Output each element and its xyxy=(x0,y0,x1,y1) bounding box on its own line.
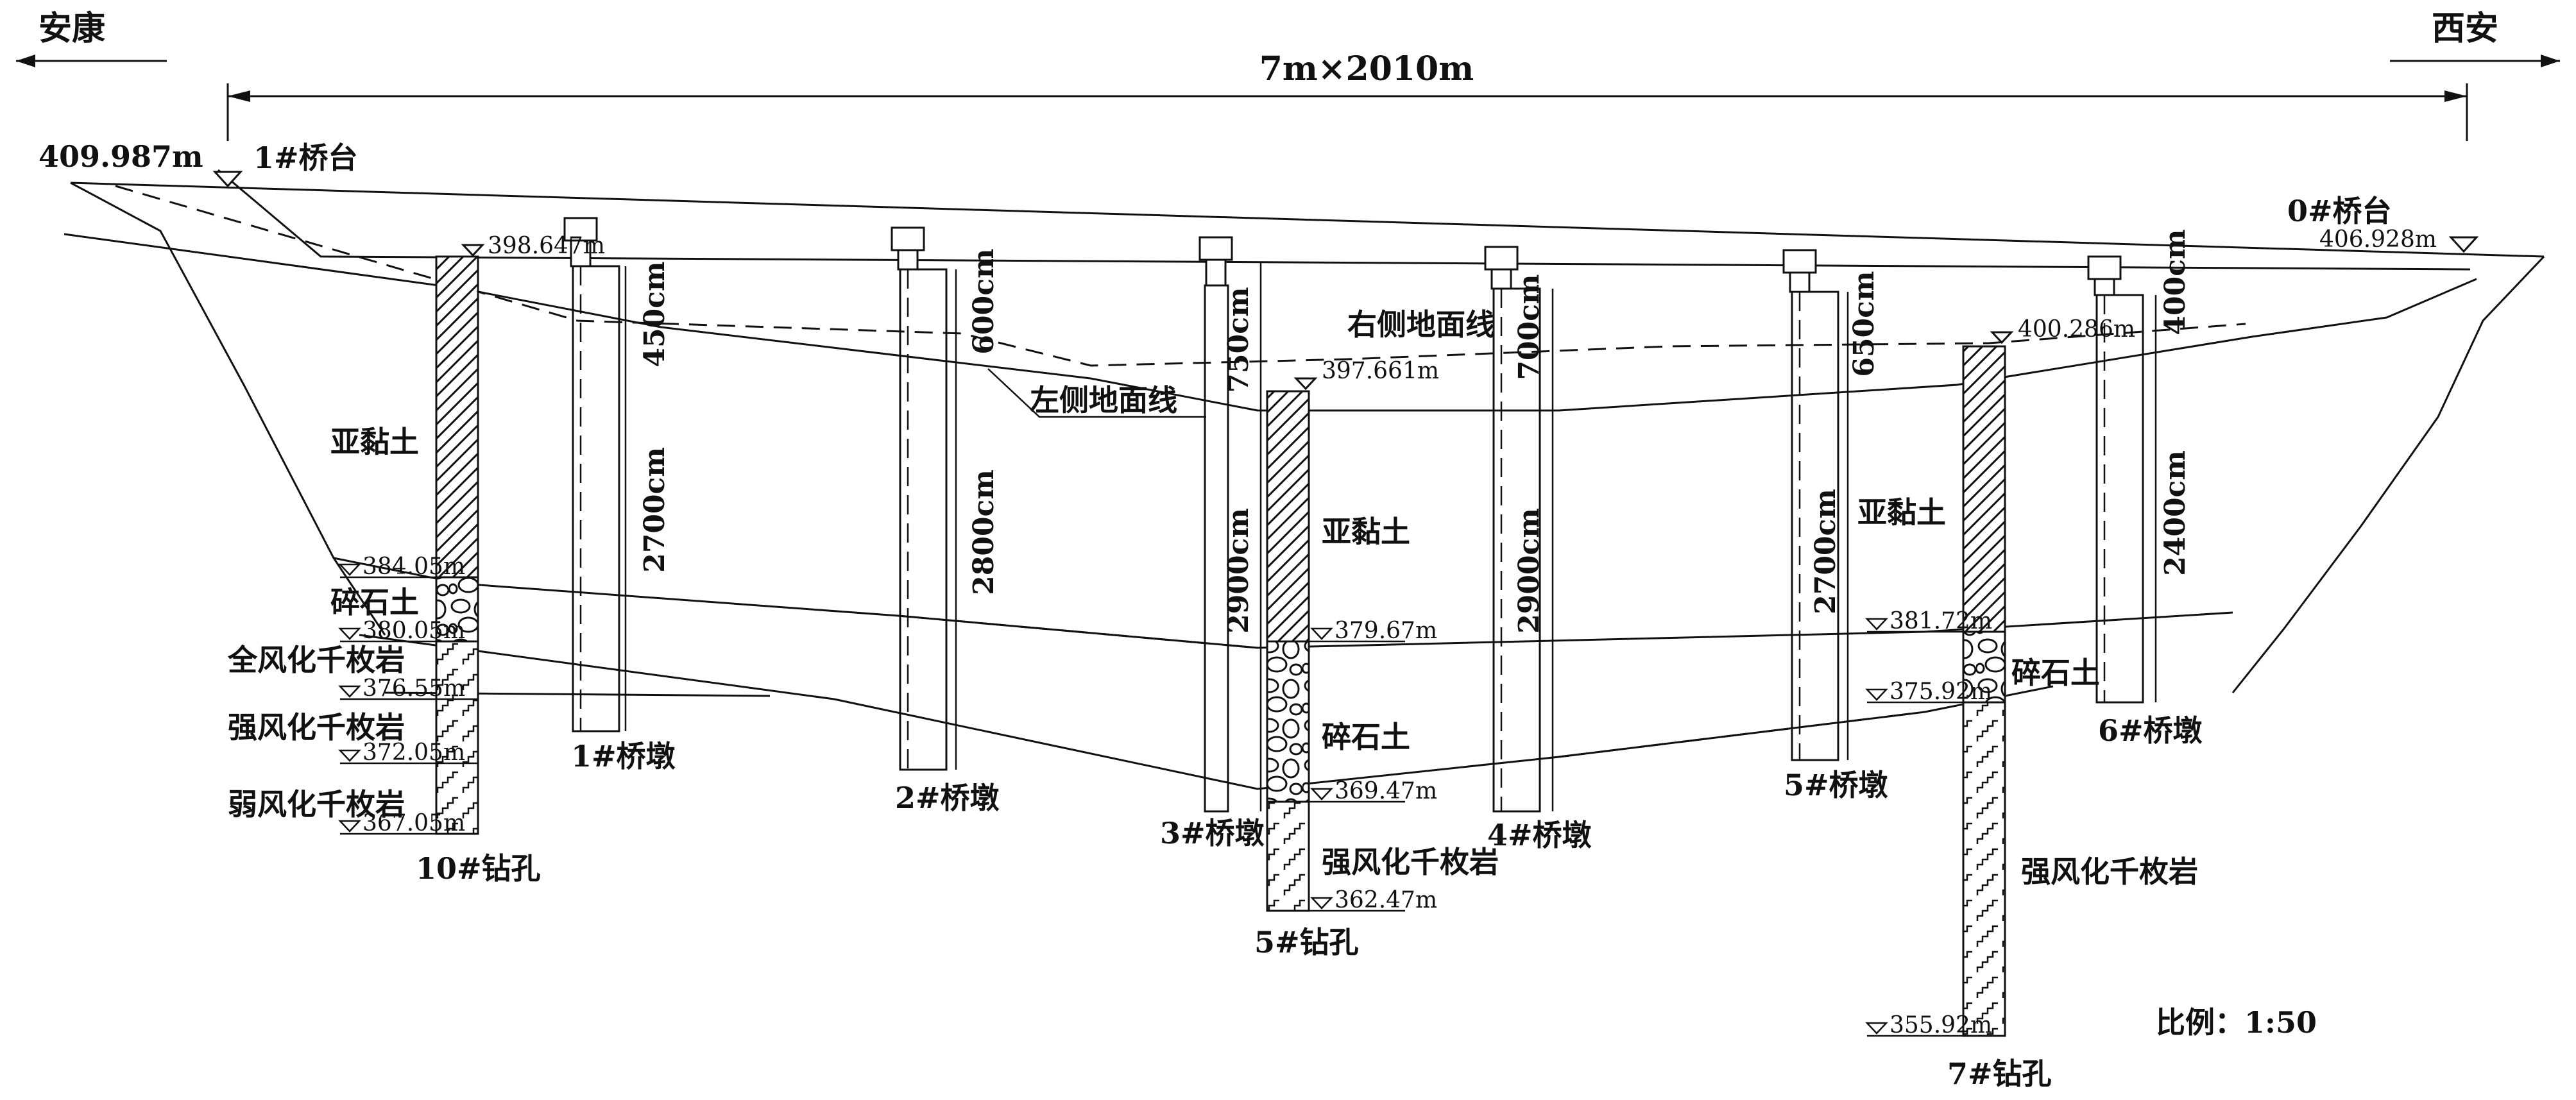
borehole-5-layer-2: 碎石土 xyxy=(1322,720,1410,754)
abutment-right-name: 0#桥台 xyxy=(2287,194,2392,228)
borehole-10-level-4: 372.05m xyxy=(338,740,478,766)
borehole-10-layer-3: 全风化千枚岩 xyxy=(227,643,405,677)
borehole-7-name: 7#钻孔 xyxy=(1947,1056,2052,1091)
pier-4-pile-dim: 2900cm xyxy=(1513,508,1546,634)
borehole-5-level-1: 379.67m xyxy=(1267,618,1437,644)
pier-6: 400cm 2400cm 6#桥墩 xyxy=(2087,229,2203,748)
pier-2-pile-dim: 2800cm xyxy=(968,470,1000,595)
borehole-10-name: 10#钻孔 xyxy=(416,851,541,886)
borehole-10-layer-1: 亚黏土 xyxy=(330,425,419,459)
borehole-5-top-elevation: 397.661m xyxy=(1322,358,1439,384)
borehole-10-level-5: 367.05m xyxy=(338,810,478,836)
pier-6-top-dim: 400cm xyxy=(2159,229,2192,335)
pier-2-top-dim: 600cm xyxy=(968,248,1000,354)
borehole-5-elevation-2: 369.47m xyxy=(1335,778,1437,804)
borehole-10-level-2: 380.05m xyxy=(338,618,478,644)
pier-3-pile-dim: 2900cm xyxy=(1222,508,1255,634)
borehole-5-level-3: 362.47m xyxy=(1267,887,1437,913)
span-dimension: 7m×2010m xyxy=(226,49,2468,141)
borehole-5: 397.661m 亚黏土 碎石土 强风化千枚岩 379.67m 369.47m … xyxy=(1254,358,1499,960)
pier-4-name: 4#桥墩 xyxy=(1487,818,1592,852)
direction-right-label: 西安 xyxy=(2432,9,2498,48)
pier-3-name: 3#桥墩 xyxy=(1160,816,1265,850)
right-ground-line-label: 右侧地面线 xyxy=(1347,307,1495,342)
pier-5-name: 5#桥墩 xyxy=(1784,768,1888,802)
borehole-10-elevation-4: 372.05m xyxy=(363,740,465,766)
borehole-5-layer-3: 强风化千枚岩 xyxy=(1322,845,1499,879)
borehole-7-elevation-2: 375.92m xyxy=(1889,679,1992,705)
pier-6-pile-dim: 2400cm xyxy=(2159,450,2192,576)
bridge-deck xyxy=(70,169,2545,693)
borehole-5-elevation-1: 379.67m xyxy=(1335,618,1437,644)
borehole-10-layer-4: 强风化千枚岩 xyxy=(228,710,405,745)
scale-label: 比例：1:50 xyxy=(2156,1005,2317,1040)
direction-left: 安康 xyxy=(16,9,167,67)
span-label: 7m×2010m xyxy=(1259,49,1474,89)
pier-1-name: 1#桥墩 xyxy=(571,739,676,774)
abutment-right: 0#桥台 406.928m xyxy=(2287,194,2479,253)
borehole-7: 400.286m 亚黏土 碎石土 强风化千枚岩 381.72m 375.92m … xyxy=(1857,316,2198,1091)
borehole-7-level-1: 381.72m xyxy=(1865,608,2005,634)
pier-4: 700cm 2900cm 4#桥墩 xyxy=(1484,246,1592,852)
pier-6-name: 6#桥墩 xyxy=(2098,713,2203,748)
pier-5-top-dim: 650cm xyxy=(1848,271,1881,377)
pier-5: 650cm 2700cm 5#桥墩 xyxy=(1782,249,1888,802)
abutment-left-name: 1#桥台 xyxy=(253,140,358,175)
borehole-10: 398.647m 亚黏土 碎石土 全风化千枚岩 强风化千枚岩 弱风化千枚岩 38… xyxy=(227,233,605,886)
direction-right: 西安 xyxy=(2390,9,2560,67)
borehole-10-level-1: 384.05m xyxy=(338,554,478,580)
abutment-left-elevation: 409.987m xyxy=(38,139,203,174)
pier-4-top-dim: 700cm xyxy=(1513,274,1546,380)
borehole-10-top-elevation: 398.647m xyxy=(488,233,605,259)
borehole-5-elevation-3: 362.47m xyxy=(1335,887,1437,913)
borehole-7-layer-2: 碎石土 xyxy=(2011,656,2100,690)
borehole-10-elevation-5: 367.05m xyxy=(363,810,465,836)
pier-1: 450cm 2700cm 1#桥墩 xyxy=(563,217,676,774)
borehole-10-layer-5: 弱风化千枚岩 xyxy=(228,787,405,822)
borehole-10-level-3: 376.55m xyxy=(338,675,478,702)
borehole-10-elevation-2: 380.05m xyxy=(363,618,465,644)
pier-3: 750cm 2900cm 3#桥墩 xyxy=(1160,236,1265,850)
borehole-7-level-3: 355.92m xyxy=(1865,1012,2005,1038)
borehole-5-layer-1: 亚黏土 xyxy=(1322,514,1410,549)
borehole-7-layer-1: 亚黏土 xyxy=(1857,495,1946,530)
borehole-10-elevation-1: 384.05m xyxy=(363,554,465,580)
borehole-7-top-elevation: 400.286m xyxy=(2018,316,2135,343)
borehole-5-level-2: 369.47m xyxy=(1267,778,1437,804)
pier-1-top-dim: 450cm xyxy=(638,261,671,367)
borehole-10-layer-2: 碎石土 xyxy=(330,585,419,620)
piers: 450cm 2700cm 1#桥墩 600cm 2800cm 2#桥墩 750c… xyxy=(563,217,2203,852)
abutment-right-elevation: 406.928m xyxy=(2319,226,2437,253)
ground-lines: 右侧地面线 左侧地面线 xyxy=(64,185,2477,418)
pier-2: 600cm 2800cm 2#桥墩 xyxy=(891,226,1000,815)
borehole-7-elevation-1: 381.72m xyxy=(1889,608,1992,634)
borehole-7-elevation-3: 355.92m xyxy=(1889,1012,1992,1038)
pier-5-pile-dim: 2700cm xyxy=(1809,489,1842,614)
pier-3-top-dim: 750cm xyxy=(1222,287,1255,393)
pier-2-name: 2#桥墩 xyxy=(895,781,1000,815)
borehole-5-name: 5#钻孔 xyxy=(1254,925,1359,960)
borehole-7-layer-3: 强风化千枚岩 xyxy=(2021,854,2198,889)
left-ground-line-label: 左侧地面线 xyxy=(1030,383,1177,418)
abutment-left: 409.987m 1#桥台 xyxy=(38,139,358,188)
borehole-10-elevation-3: 376.55m xyxy=(363,675,465,702)
borehole-7-level-2: 375.92m xyxy=(1865,679,2005,705)
pier-1-pile-dim: 2700cm xyxy=(638,447,671,573)
direction-left-label: 安康 xyxy=(38,9,105,48)
